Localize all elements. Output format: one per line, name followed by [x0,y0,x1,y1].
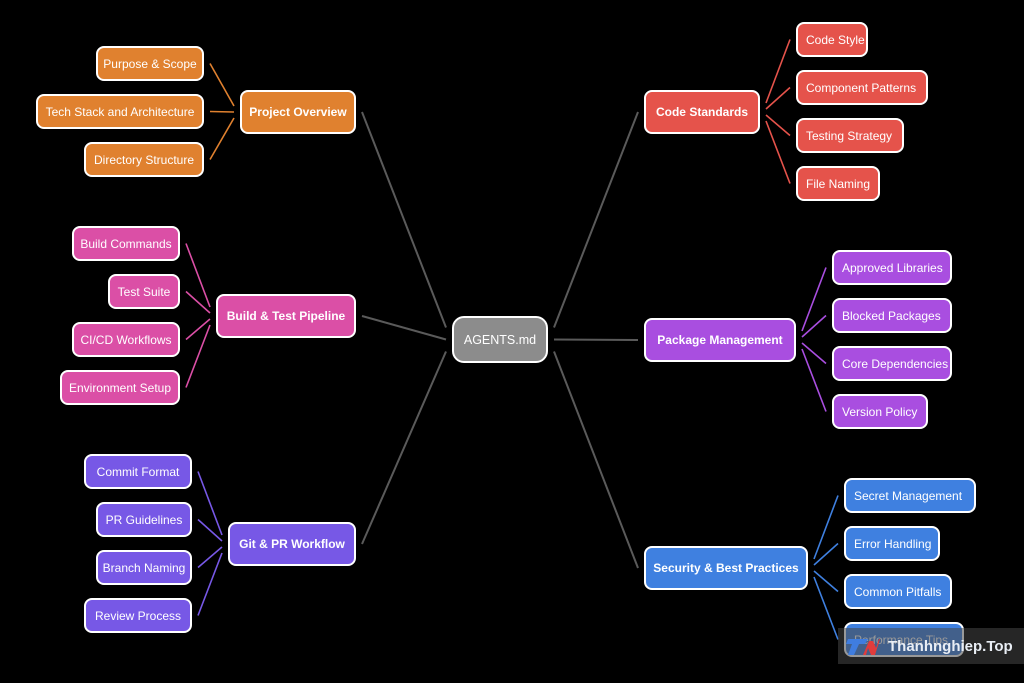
branch-node-build-and-test-pipeline[interactable]: Build & Test Pipeline [216,294,356,338]
leaf-node-purpose-and-scope[interactable]: Purpose & Scope [96,46,204,81]
leaf-node-ci-cd-workflows[interactable]: CI/CD Workflows [72,322,180,357]
connector-git-and-pr-workflow-branch-naming [197,546,223,569]
connector-build-and-test-pipeline-build-commands [185,243,211,308]
connector-build-and-test-pipeline-test-suite [185,290,211,314]
connector-git-and-pr-workflow-review-process [197,552,223,616]
branch-node-package-management[interactable]: Package Management [644,318,796,362]
connector-project-overview-directory-structure [209,117,235,160]
connector-package-management-version-policy [801,348,827,412]
connector-security-and-best-practices-error-handling [813,542,839,566]
connector-build-and-test-pipeline-environment-setup [185,324,211,388]
connector-code-standards-code-style [765,39,791,104]
watermark: Thanhnghiep.Top [838,628,1024,664]
leaf-node-file-naming[interactable]: File Naming [796,166,880,201]
leaf-node-branch-naming[interactable]: Branch Naming [96,550,192,585]
watermark-text: Thanhnghiep.Top [888,637,1013,655]
leaf-node-tech-stack-and-architecture[interactable]: Tech Stack and Architecture [36,94,204,129]
branch-node-project-overview[interactable]: Project Overview [240,90,356,134]
connector-center-security-and-best-practices [553,351,639,569]
connector-git-and-pr-workflow-pr-guidelines [197,518,223,542]
leaf-node-pr-guidelines[interactable]: PR Guidelines [96,502,192,537]
connector-project-overview-tech-stack-and-architecture [209,110,235,113]
connector-package-management-blocked-packages [801,314,827,338]
connector-code-standards-file-naming [765,120,791,184]
connector-center-package-management [553,338,639,341]
leaf-node-approved-libraries[interactable]: Approved Libraries [832,250,952,285]
connector-project-overview-purpose-and-scope [209,63,235,107]
connector-git-and-pr-workflow-commit-format [197,471,223,536]
leaf-node-commit-format[interactable]: Commit Format [84,454,192,489]
connector-package-management-approved-libraries [801,267,827,332]
branch-node-code-standards[interactable]: Code Standards [644,90,760,134]
connector-center-code-standards [553,111,639,328]
connector-security-and-best-practices-performance-tips [813,576,839,640]
connector-center-git-and-pr-workflow [361,351,447,545]
connector-package-management-core-dependencies [801,342,827,365]
leaf-node-testing-strategy[interactable]: Testing Strategy [796,118,904,153]
connector-code-standards-testing-strategy [765,114,791,137]
leaf-node-build-commands[interactable]: Build Commands [72,226,180,261]
connector-center-build-and-test-pipeline [361,315,447,341]
leaf-node-test-suite[interactable]: Test Suite [108,274,180,309]
center-node-agents-md[interactable]: AGENTS.md [452,316,548,363]
leaf-node-secret-management[interactable]: Secret Management [844,478,976,513]
connector-security-and-best-practices-common-pitfalls [813,570,839,593]
leaf-node-code-style[interactable]: Code Style [796,22,868,57]
connector-code-standards-component-patterns [765,86,791,110]
leaf-node-component-patterns[interactable]: Component Patterns [796,70,928,105]
leaf-node-core-dependencies[interactable]: Core Dependencies [832,346,952,381]
leaf-node-directory-structure[interactable]: Directory Structure [84,142,204,177]
leaf-node-version-policy[interactable]: Version Policy [832,394,928,429]
branch-node-git-and-pr-workflow[interactable]: Git & PR Workflow [228,522,356,566]
connector-security-and-best-practices-secret-management [813,495,839,560]
leaf-node-common-pitfalls[interactable]: Common Pitfalls [844,574,952,609]
leaf-node-error-handling[interactable]: Error Handling [844,526,940,561]
tn-logo-icon [846,639,880,655]
leaf-node-blocked-packages[interactable]: Blocked Packages [832,298,952,333]
connector-build-and-test-pipeline-ci-cd-workflows [185,318,211,341]
leaf-node-review-process[interactable]: Review Process [84,598,192,633]
leaf-node-environment-setup[interactable]: Environment Setup [60,370,180,405]
connector-center-project-overview [361,111,447,328]
branch-node-security-and-best-practices[interactable]: Security & Best Practices [644,546,808,590]
